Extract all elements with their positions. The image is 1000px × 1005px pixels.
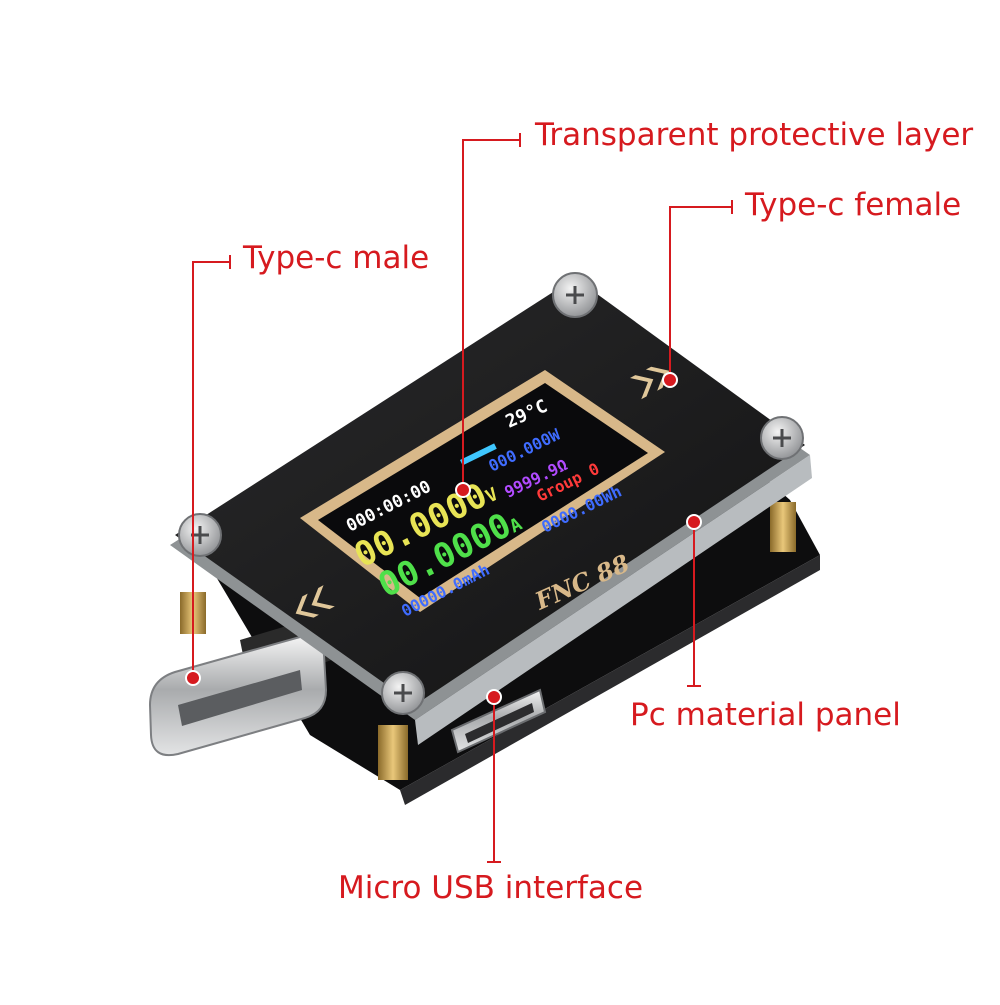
callout-typec-male: Type-c male (243, 240, 430, 276)
lcd-arrow-bar (460, 443, 497, 466)
chevron-left-icon (295, 585, 335, 618)
callout-dots (185, 372, 702, 705)
callout-pc-panel: Pc material panel (630, 697, 901, 733)
panel-edge-side (415, 455, 812, 745)
lcd-screen (318, 383, 648, 598)
chevron-right-icon (630, 366, 670, 400)
callout-typec-female: Type-c female (745, 187, 962, 223)
micro-usb-port (450, 688, 547, 754)
screw-icon (178, 272, 804, 715)
callout-protective-layer: Transparent protective layer (535, 117, 974, 153)
callout-leaders (192, 133, 733, 863)
callout-micro-usb: Micro USB interface (338, 870, 644, 906)
